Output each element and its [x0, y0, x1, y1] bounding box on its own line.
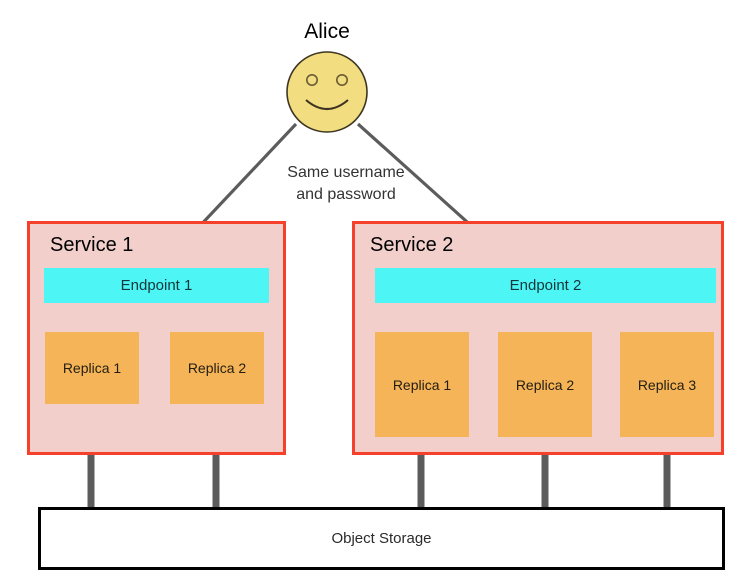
edge-label-credentials: Same username and password [287, 164, 405, 203]
service-2-replica-3[interactable]: Replica 3 [620, 332, 714, 437]
object-storage-box[interactable]: Object Storage [38, 507, 725, 570]
service-2-replica-2[interactable]: Replica 2 [498, 332, 592, 437]
service-2-replica-1[interactable]: Replica 1 [375, 332, 469, 437]
service-1-replica-2[interactable]: Replica 2 [170, 332, 264, 404]
service-2-title: Service 2 [370, 234, 454, 256]
service-1-title: Service 1 [50, 234, 134, 256]
service-2-endpoint[interactable]: Endpoint 2 [375, 268, 716, 303]
actor-label: Alice [304, 20, 350, 43]
service-1-endpoint[interactable]: Endpoint 1 [44, 268, 269, 303]
smiley-face-icon [286, 51, 368, 133]
service-1-replica-1[interactable]: Replica 1 [45, 332, 139, 404]
